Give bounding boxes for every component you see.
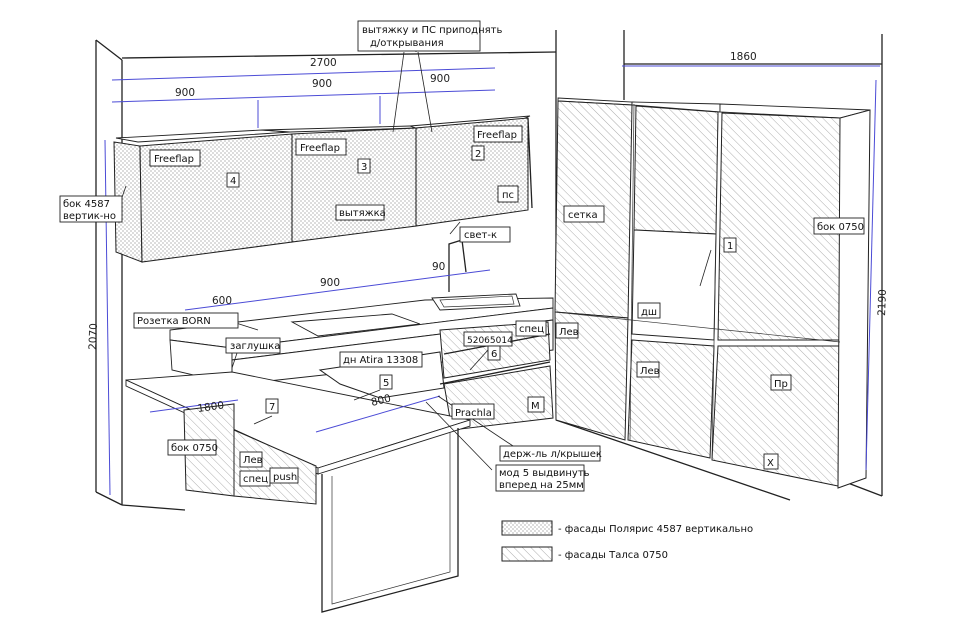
dimension-labels: 2700 1860 900 900 900 600 900 90 2070 21… xyxy=(87,51,889,415)
num-5: 5 xyxy=(383,378,389,389)
m-label: М xyxy=(531,401,540,412)
freeflap-label-2: Freeflap xyxy=(300,143,340,154)
dim-1860: 1860 xyxy=(730,51,757,63)
spec-left-label: спец xyxy=(243,474,268,485)
dim-800: 800 xyxy=(370,392,392,408)
bok0750-right: бок 0750 xyxy=(817,222,864,233)
num-7: 7 xyxy=(269,402,275,413)
dim-900-mid: 900 xyxy=(320,277,340,289)
dim-2070: 2070 xyxy=(87,323,100,350)
bok0750-left: бок 0750 xyxy=(171,443,218,454)
spec-mid-label: спец xyxy=(519,324,544,335)
freeflap-label-1: Freeflap xyxy=(154,154,194,165)
lev-mid-label: Лев xyxy=(559,327,579,338)
table xyxy=(125,371,471,613)
legend-dotted-text: - фасады Полярис 4587 вертикально xyxy=(558,524,753,535)
note-top-line1: вытяжку и ПС приподнять xyxy=(362,25,502,36)
dim-900-b: 900 xyxy=(312,78,332,90)
num-6: 6 xyxy=(491,349,497,360)
dim-900-c: 900 xyxy=(430,73,450,85)
setka-label: сетка xyxy=(568,210,598,221)
num-3: 3 xyxy=(361,162,367,173)
dimension-lines xyxy=(104,65,880,496)
bok4587-line2: вертик-но xyxy=(63,211,116,222)
legend: - фасады Полярис 4587 вертикально - фаса… xyxy=(501,520,753,562)
callouts: вытяжку и ПС приподнять д/открывания бок… xyxy=(59,20,865,492)
num-1: 1 xyxy=(727,241,733,252)
prachla-label: Prachla xyxy=(455,408,492,419)
mod5-line2: вперед на 25мм xyxy=(499,480,584,491)
num-4: 4 xyxy=(230,176,236,187)
dim-1800: 1800 xyxy=(197,399,225,415)
push-label: push xyxy=(273,472,297,483)
dim-600: 600 xyxy=(212,295,232,307)
dim-2700: 2700 xyxy=(310,57,337,69)
x-label: Х xyxy=(767,458,774,469)
mod5-line1: мод 5 выдвинуть xyxy=(499,468,590,479)
lev-left-label: Лев xyxy=(243,455,263,466)
legend-hatched-text: - фасады Талса 0750 xyxy=(558,550,668,561)
vytyazhka-label: вытяжка xyxy=(339,208,386,219)
dim-2190: 2190 xyxy=(876,289,889,316)
ps-label: пс xyxy=(502,190,514,201)
derzh-label: держ-ль л/крышек xyxy=(503,449,602,460)
svet-label: свет-к xyxy=(464,230,497,241)
dsh-label: дш xyxy=(641,307,657,318)
dim-90: 90 xyxy=(432,261,445,273)
rozetka-label: Розетка BORN xyxy=(137,316,211,327)
note-top-line2: д/открывания xyxy=(370,38,444,49)
bok4587-line1: бок 4587 xyxy=(63,199,110,210)
art-label: 52065014 xyxy=(467,336,513,346)
zaglushka-label: заглушка xyxy=(230,341,280,352)
tall-cabinets xyxy=(554,97,871,489)
num-2: 2 xyxy=(475,149,481,160)
dim-900-a: 900 xyxy=(175,87,195,99)
oven-label: дн Atira 13308 xyxy=(343,355,418,366)
lev-low-label: Лев xyxy=(640,366,660,377)
freeflap-label-3: Freeflap xyxy=(477,130,517,141)
pr-label: Пр xyxy=(774,379,788,390)
